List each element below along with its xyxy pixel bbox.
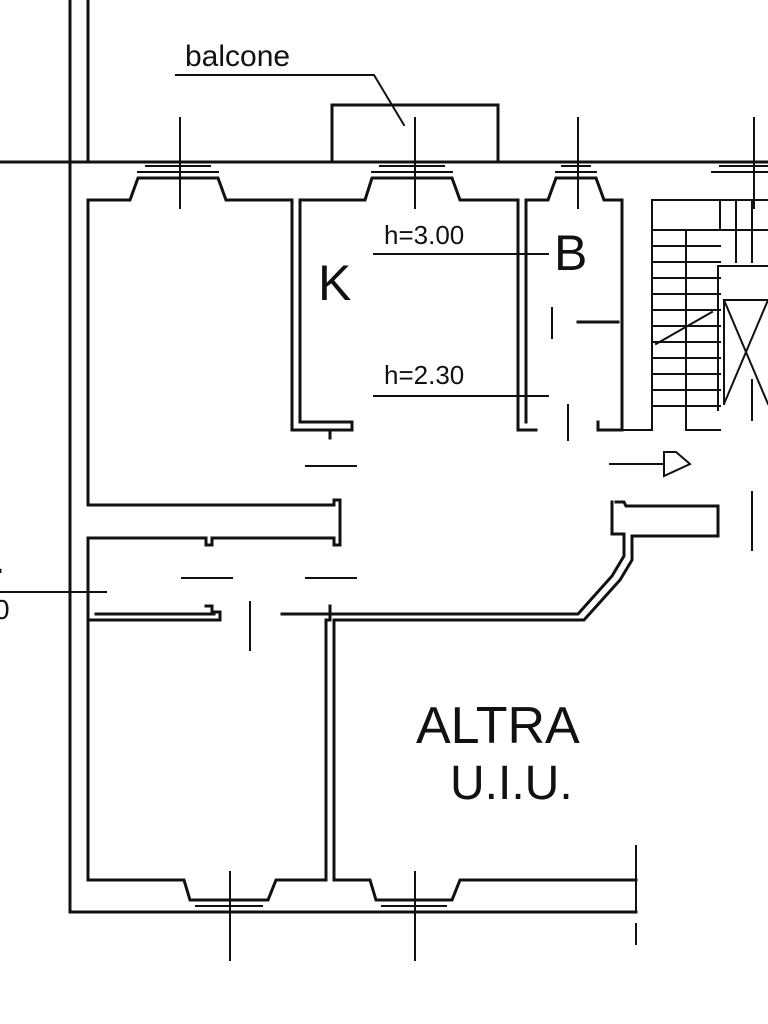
kitchen-right-wall [290,420,354,432]
other-unit-label-line1: ALTRA [416,697,580,755]
kitchen-left-wall [298,176,520,424]
other-unit-label-line2: U.I.U. [450,757,573,810]
height-label-upper: h=3.00 [384,220,465,250]
entrance-arrow [609,451,753,551]
lift-shaft [717,265,768,421]
window-top-3 [555,117,597,209]
cut-edge-mark: . [0,540,5,580]
room-label-kitchen: K [318,255,352,311]
room-bottomleft-walls [86,604,332,902]
window-top-1 [137,117,219,209]
room-label-bathroom: B [554,225,588,281]
window-bottom-2 [375,871,453,961]
window-top-2 [371,117,453,209]
cut-edge-value: 0 [0,594,10,625]
balcony-label: balcone [185,40,291,73]
balcony-leader [175,74,406,127]
room-topleft-walls [86,176,294,507]
corridor-wall-right [332,500,720,622]
window-bottom-1 [189,871,269,961]
window-top-4 [711,117,768,209]
bathroom-walls [524,176,624,432]
corridor-wall-upper [86,498,342,547]
height-label-lower: h=2.30 [384,360,465,390]
balcony-outline [330,103,500,164]
staircase [621,199,768,431]
